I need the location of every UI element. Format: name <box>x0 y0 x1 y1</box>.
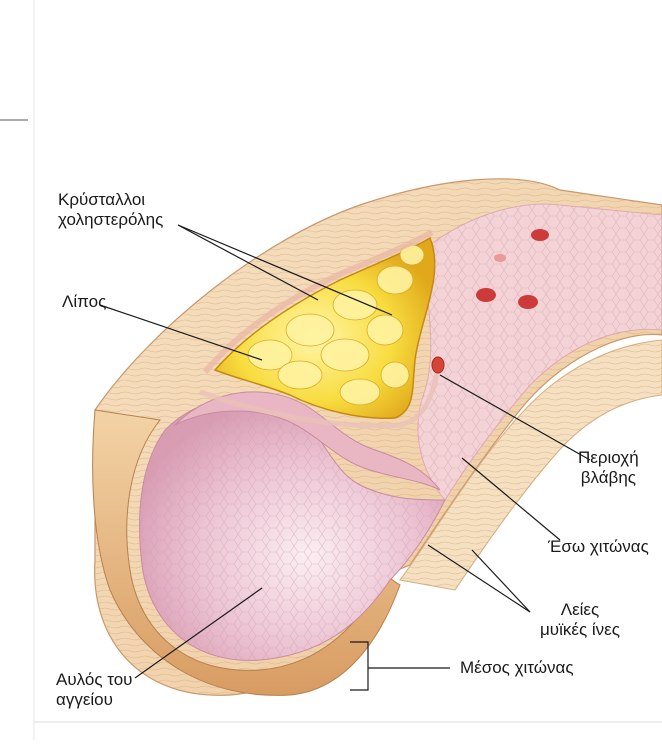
blood-spot <box>518 295 538 309</box>
blood-spot <box>494 254 506 262</box>
label-lesion-area: Περιοχή βλάβης <box>578 448 639 488</box>
label-fat: Λίπος <box>62 292 106 312</box>
label-intima: Έσω χιτώνας <box>548 537 649 557</box>
label-smooth-muscle: Λείες μυϊκές ίνες <box>540 600 620 640</box>
blood-spot <box>476 288 496 302</box>
label-cholesterol-crystals: Κρύσταλλοι χοληστερόλης <box>58 190 163 230</box>
label-media: Μέσος χιτώνας <box>460 658 574 678</box>
blood-spot <box>531 229 549 241</box>
label-lumen: Αυλός του αγγείου <box>56 670 132 710</box>
lesion-spot <box>432 357 444 373</box>
